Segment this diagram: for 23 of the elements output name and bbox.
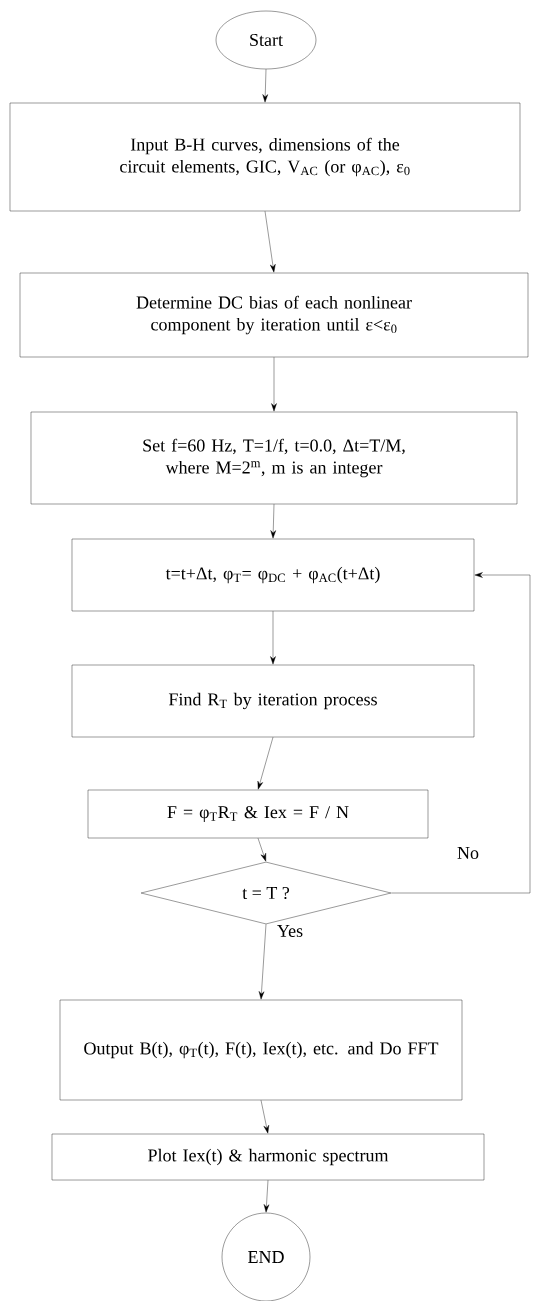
edge-label: No: [456, 846, 480, 860]
arrow: [264, 211, 276, 273]
arrow: [391, 572, 531, 894]
process-box: Output B(t), φ$_{T}$(t), F(t), Iex(t), etc. and Do FFT: [59, 999, 463, 1101]
end-terminal: END: [221, 1212, 311, 1301]
process-box: Input B-H curves, dimensions of the circuit elements, GIC, V$_{AC}$ (or φ$_{AC}$), ε$_{0}$: [9, 102, 521, 212]
process-box: Determine DC bias of each nonlinear component by iteration until ε<ε$_{0}$: [19, 272, 529, 358]
arrow: [262, 69, 268, 103]
arrow: [270, 611, 276, 665]
arrow: [270, 504, 276, 539]
process-box: Set f=60 Hz, T=1/f, t=0.0, Δt=T/M, where M=2$^{m}$, m is an integer: [30, 411, 518, 505]
process-box: F = φ$_{T}$R$_{T}$ & Iex = F / N: [87, 789, 429, 839]
edge-label: Yes: [275, 924, 305, 938]
arrow: [263, 1180, 270, 1213]
process-box: t=t+Δt, φ$_{T}$= φ$_{DC}$ + φ$_{AC}$(t+Δt): [71, 538, 475, 612]
arrow: [271, 357, 277, 412]
process-box: Find R$_{T}$ by iteration process: [71, 664, 475, 738]
arrow: [258, 924, 267, 1000]
process-box: Plot Iex(t) & harmonic spectrum: [51, 1133, 485, 1181]
arrow: [257, 838, 266, 862]
arrow: [260, 1100, 269, 1134]
arrow: [257, 737, 274, 790]
start-terminal: Start: [215, 10, 317, 70]
